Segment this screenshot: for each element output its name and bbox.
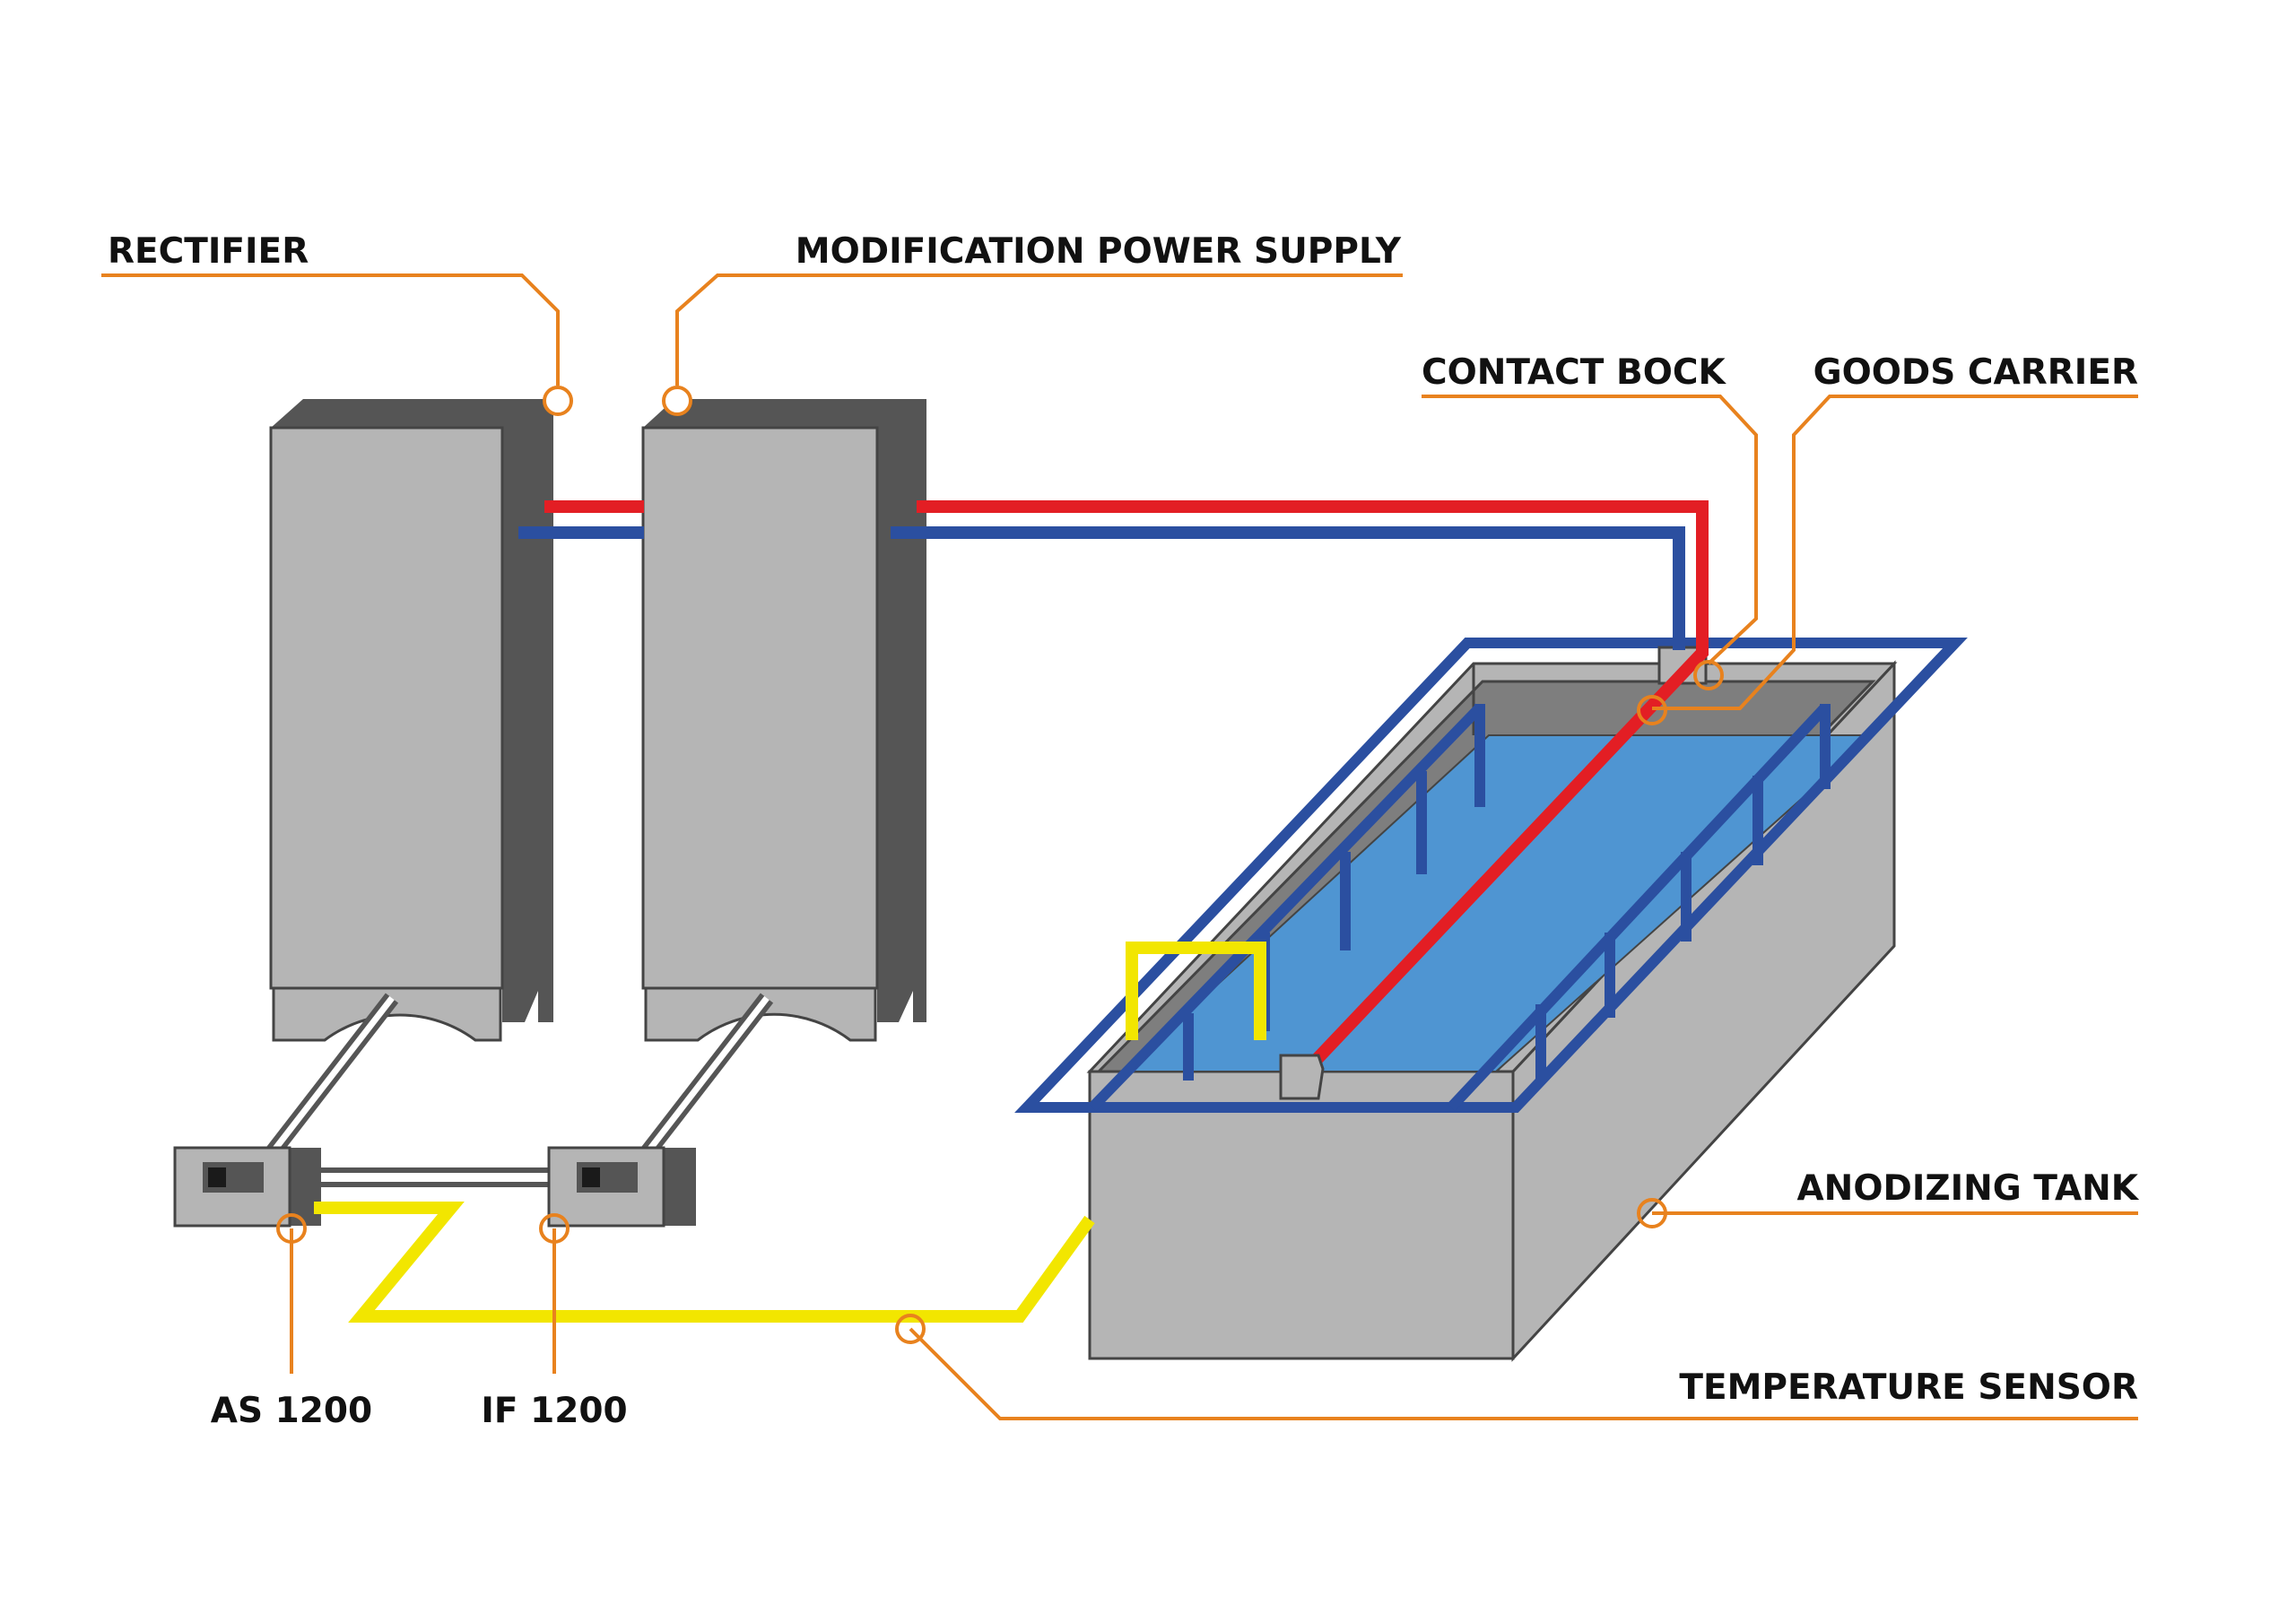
marker-rectifier	[543, 386, 573, 416]
temperature-sensor-probe	[1279, 1054, 1325, 1100]
label-temperature-sensor: TEMPERATURE SENSOR	[1679, 1367, 2138, 1408]
sensor-wire	[314, 942, 1266, 1323]
if-1200-controller	[547, 1146, 696, 1228]
power-supply-cabinet	[641, 399, 926, 1042]
leader-rectifier	[101, 273, 560, 386]
label-if-1200: IF 1200	[481, 1391, 627, 1431]
marker-anodizing-tank	[1637, 1198, 1667, 1228]
label-rectifier: RECTIFIER	[108, 231, 309, 272]
leader-contact-bock	[1422, 395, 1758, 665]
as-1200-controller	[173, 1146, 321, 1228]
cathode-wire	[518, 526, 1685, 650]
marker-power-supply	[662, 386, 692, 416]
label-contact-bock: CONTACT BOCK	[1422, 352, 1726, 393]
marker-temperature-sensor	[895, 1314, 926, 1344]
label-anodizing-tank: ANODIZING TANK	[1797, 1168, 2140, 1209]
leader-power-supply	[675, 273, 1403, 386]
marker-contact-bock	[1693, 660, 1724, 690]
leader-goods-carrier	[1652, 395, 2138, 710]
label-modification-power-supply: MODIFICATION POWER SUPPLY	[796, 231, 1402, 272]
marker-as-1200	[276, 1213, 307, 1244]
anode-wire	[544, 500, 1709, 1072]
label-goods-carrier: GOODS CARRIER	[1813, 352, 2138, 393]
control-cables	[262, 993, 774, 1187]
rectifier-cabinet	[269, 399, 553, 1042]
marker-if-1200	[539, 1213, 570, 1244]
marker-goods-carrier	[1637, 695, 1667, 725]
leader-temperature-sensor	[909, 1327, 2138, 1420]
label-as-1200: AS 1200	[211, 1391, 372, 1431]
